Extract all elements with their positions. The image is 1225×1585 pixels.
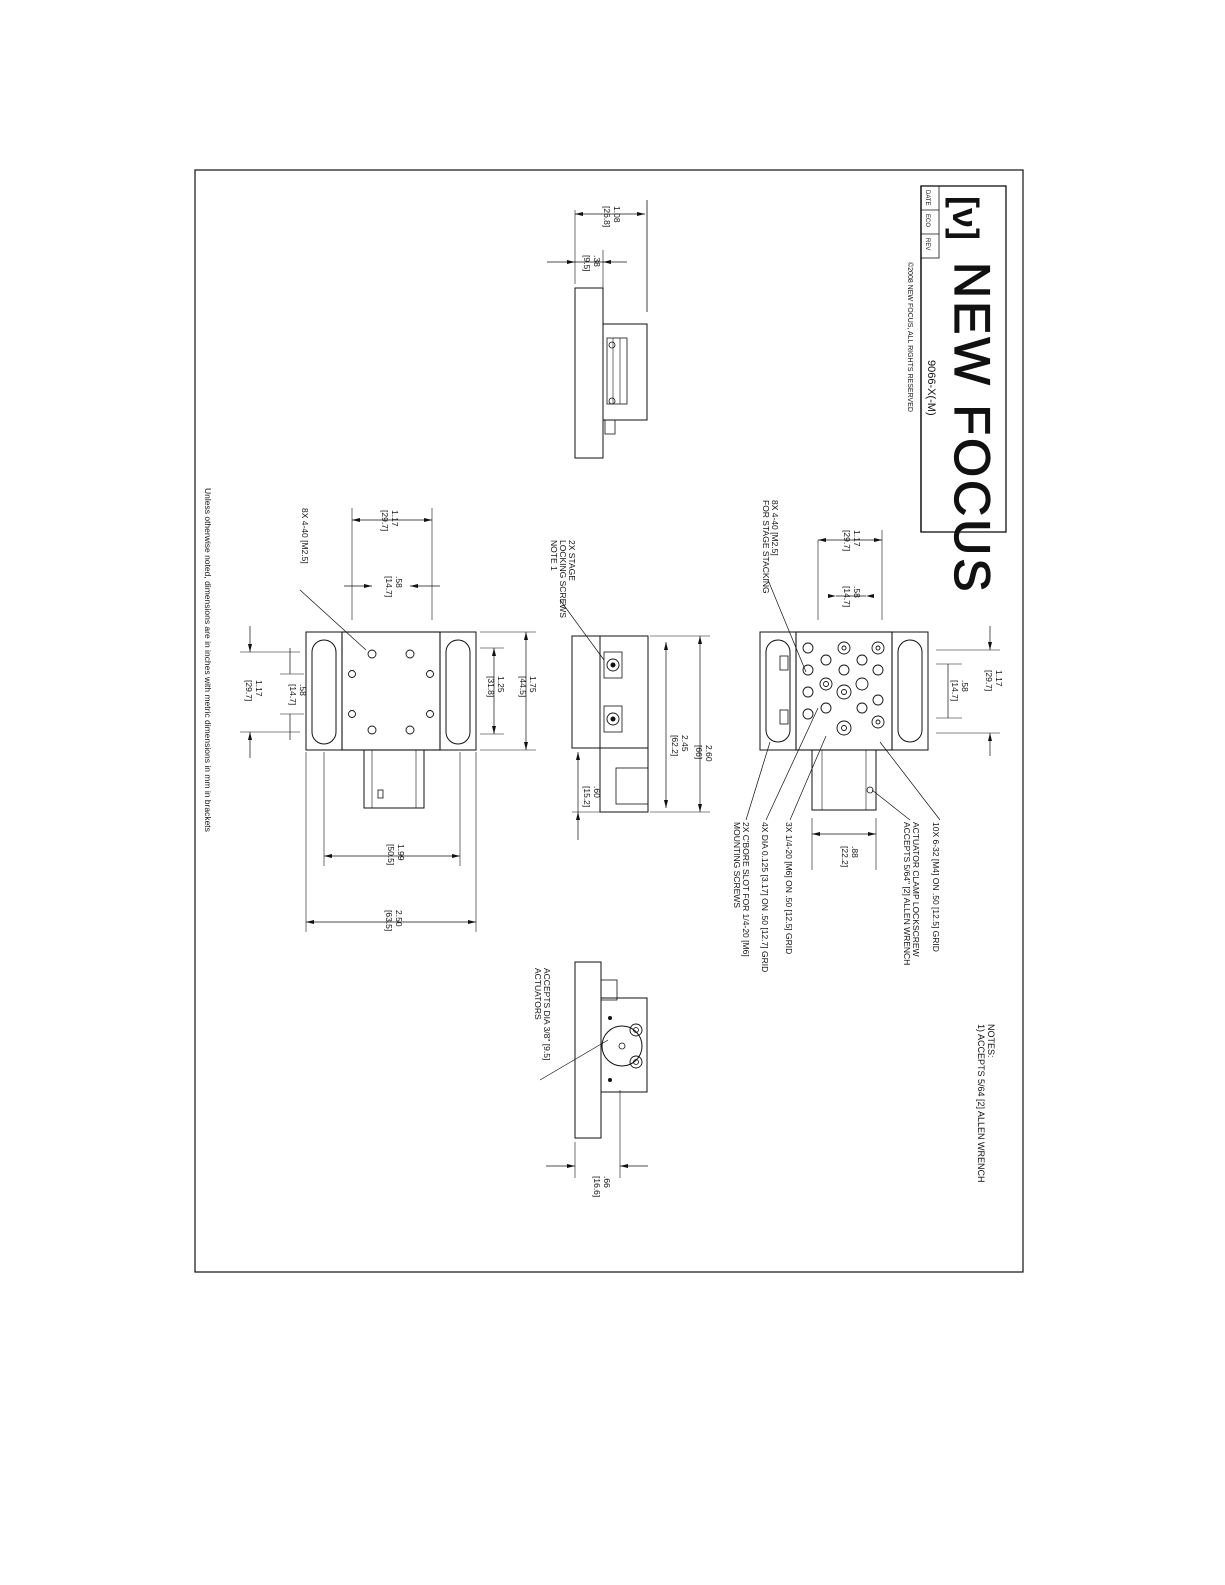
bot-dim-0-58-mm: [14.7] <box>384 576 394 597</box>
end-dim-0-66: .66 <box>602 1176 612 1188</box>
bot-dim-2-50: 2.50 <box>394 910 404 927</box>
company-logo: [ν] <box>945 196 986 240</box>
dim-0-38: .38 <box>592 255 602 267</box>
end-dim-0-66-mm: [16.6] <box>592 1176 602 1197</box>
bot-dim-1-99: 1.99 <box>396 844 406 861</box>
notes-heading: NOTES: <box>986 1024 996 1058</box>
side-dim-0-60: .60 <box>592 786 602 798</box>
bot-dim-1-75: 1.75 <box>528 676 538 693</box>
top-dim-v-0-58-mm: [14.7] <box>950 680 960 701</box>
part-number: 9066-X(-M) <box>925 360 937 416</box>
side-view-top: 1.08 [26.8] .38 [9.5] <box>547 200 648 459</box>
callout-tapped-6-32: 10X 6-32 [M4] ON .50 [12.5] GRID <box>931 822 941 952</box>
bot-dim-1-17-mm: [29.7] <box>380 510 390 531</box>
callout-stack-2: FOR STAGE STACKING <box>761 500 771 594</box>
side-dim-0-60-mm: [15.2] <box>582 786 592 807</box>
bot-dim-1-25-mm: [31.8] <box>486 676 496 697</box>
dim-0-38-mm: [9.5] <box>582 255 592 272</box>
bot-dim-v-0-58-mm: [14.7] <box>288 684 298 705</box>
top-dim-1-17-mm: [29.7] <box>842 530 852 551</box>
dim-1-08: 1.08 <box>612 206 622 223</box>
top-dim-0-88: .88 <box>850 846 860 858</box>
title-field-eco: ECO <box>924 214 930 227</box>
callout-clamp-2: ACCEPTS 5/64" [2] ALLEN WRENCH <box>902 822 912 965</box>
callout-locking-1: 2X STAGE <box>567 540 577 581</box>
side-dim-2-60: 2.60 <box>704 745 714 762</box>
callout-tapped-1-4: 3X 1/4-20 [M6] ON .50 [12.5] GRID <box>784 822 794 954</box>
callout-clamp-1: ACTUATOR CLAMP LOCKSCREW <box>911 822 921 957</box>
callout-leaders <box>745 579 941 821</box>
top-dim-v-1-17-mm: [29.7] <box>984 670 994 691</box>
bot-dim-0-58: .58 <box>394 576 404 588</box>
callout-cbore-2: MOUNTING SCREWS <box>732 822 742 908</box>
dim-1-08-mm: [26.8] <box>602 206 612 227</box>
top-dim-0-58-mm: [14.7] <box>842 586 852 607</box>
top-dim-1-17: 1.17 <box>852 530 862 547</box>
title-block: DATE ECO REV [ν] NEW FOCUS 9066-X(-M) ©2… <box>906 185 1007 595</box>
title-field-date: DATE <box>924 190 930 206</box>
top-dim-v-1-17: 1.17 <box>994 670 1004 687</box>
callout-dia-holes: 4X DIA 0.125 [3.17] ON .50 [12.7] GRID <box>760 822 770 972</box>
bot-dim-1-25: 1.25 <box>496 676 506 693</box>
bot-dim-v-1-17-mm: [29.7] <box>244 680 254 701</box>
callout-actuators-1: ACCEPTS DIA 3/8" [9.5] <box>542 968 552 1060</box>
bot-dim-1-75-mm: [44.5] <box>518 676 528 697</box>
callout-stack-1: 8X 4-40 [M2.5] <box>770 500 780 556</box>
title-field-rev: REV <box>924 238 930 250</box>
callout-actuators-2: ACTUATORS <box>533 968 543 1020</box>
top-view: 1.17 [29.7] .58 [14.7] 1.17 [29.7] .58 [… <box>759 530 1004 870</box>
hole-grid <box>802 641 885 736</box>
end-view: .66 [16.6] <box>539 961 648 1197</box>
sheet-border <box>194 169 1024 1273</box>
callout-cbore-1: 2X C'BORE SLOT FOR 1/4-20 [M6] <box>741 822 751 957</box>
top-dim-0-58: .58 <box>852 586 862 598</box>
side-view-middle: 2.60 [66] 2.45 [62.2] .60 [15.2] <box>559 599 714 840</box>
top-dim-v-0-58: .58 <box>960 680 970 692</box>
bot-dim-1-99-mm: [50.5] <box>386 844 396 865</box>
callout-locking-2: LOCKING SCREWS <box>558 540 568 618</box>
bot-dim-1-17: 1.17 <box>390 510 400 527</box>
note-1: 1) ACCEPTS 5/64 [2] ALLEN WRENCH <box>976 1024 986 1183</box>
bottom-view: 1.17 [29.7] .58 [14.7] 1.75 [44.5] 1.25 … <box>240 508 538 932</box>
side-dim-2-60-mm: [66] <box>694 745 704 759</box>
copyright-text: ©2008 NEW FOCUS, ALL RIGHTS RESERVED <box>906 262 914 412</box>
top-dim-0-88-mm: [22.2] <box>840 846 850 867</box>
bot-dim-v-1-17: 1.17 <box>254 680 264 697</box>
general-note: Unless otherwise noted, dimensions are i… <box>203 488 213 832</box>
callout-locking-3: NOTE 1 <box>549 540 559 571</box>
bot-dim-v-0-58: .58 <box>298 684 308 696</box>
side-dim-2-45: 2.45 <box>680 735 690 752</box>
bot-dim-2-50-mm: [63.5] <box>384 910 394 931</box>
company-name: NEW FOCUS <box>944 262 1000 595</box>
side-dim-2-45-mm: [62.2] <box>670 735 680 756</box>
callout-bottom-holes: 8X 4-40 [M2.5] <box>300 508 310 564</box>
